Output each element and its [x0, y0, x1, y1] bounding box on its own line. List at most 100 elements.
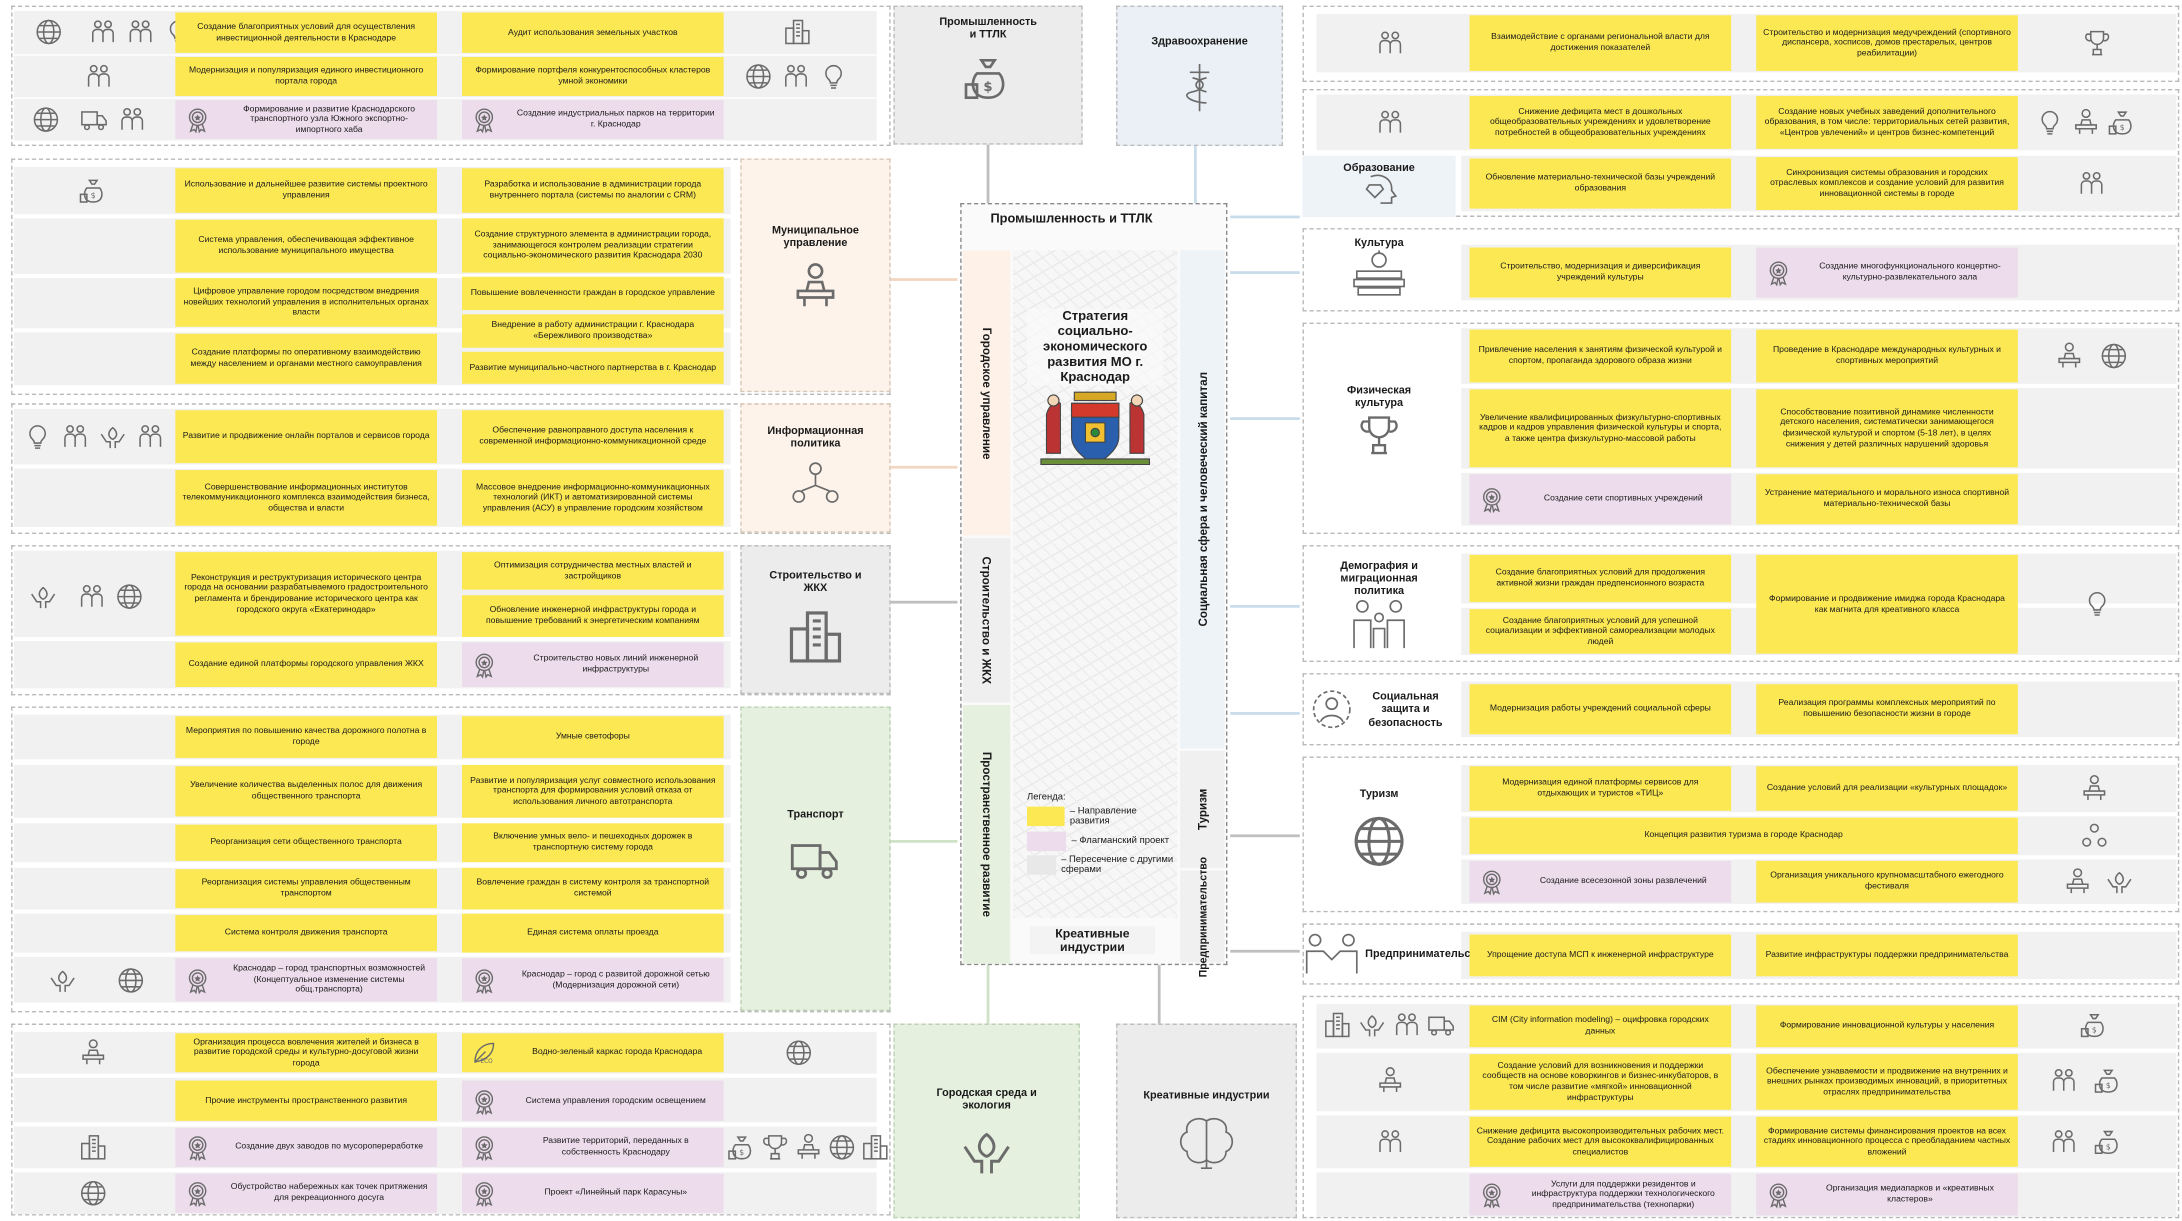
seal-icon — [470, 1133, 498, 1161]
books-icon — [1353, 250, 1405, 296]
direction-box: Увеличение количества выделенных полос д… — [175, 766, 437, 817]
strategy-title: Стратегия социально-экономического разви… — [1027, 307, 1164, 385]
group-health — [1302, 5, 2180, 83]
category-title: Социальная защита и безопасность — [1368, 690, 1443, 729]
category-title: Информационная политика — [767, 424, 864, 450]
trophy-icon — [760, 1132, 791, 1163]
direction-box: Создание структурного элемента в админис… — [462, 218, 724, 273]
category-tourism: Туризм — [1303, 782, 1456, 893]
brain-icon — [1179, 1118, 1234, 1170]
icon-cluster — [1375, 107, 1406, 138]
flagship-box: Краснодар – город с развитой дорожной се… — [462, 958, 724, 1002]
flagship-box: Организация медиапарков и «креативных кл… — [1756, 1173, 2018, 1216]
icon-cluster — [1375, 1065, 1406, 1096]
tab-social: Социальная сфера и человеческий капитал — [1180, 250, 1225, 749]
direction-box: Разработка и использование в администрац… — [462, 168, 724, 213]
direction-box: CIM (City information modeling) – оцифро… — [1469, 1005, 1732, 1048]
cup-icon — [1355, 409, 1402, 462]
group-tourism — [1302, 756, 2180, 913]
icon-cluster — [2048, 1065, 2123, 1096]
flagship-text: Создание двух заводов по мусоропереработ… — [235, 1142, 424, 1152]
money-bag-icon — [2079, 1010, 2110, 1041]
category-title: Креативные индустрии — [1143, 1088, 1270, 1102]
icon-cluster — [726, 1132, 890, 1163]
center-bottom-title: Креативные индустрии — [1029, 926, 1156, 955]
category-title: Физическая культура — [1347, 383, 1412, 410]
direction-box: Массовое внедрение информационно-коммуни… — [462, 470, 724, 526]
direction-box: Система управления, обеспечивающая эффек… — [175, 219, 437, 273]
legend-swatch-yellow — [1027, 807, 1065, 827]
truck-icon — [79, 104, 110, 135]
people-icon — [77, 581, 108, 612]
globe-icon — [116, 965, 147, 996]
flagship-box: Создание многофункционального концертно-… — [1756, 247, 2018, 298]
category-title: Строительство и ЖКХ — [769, 568, 862, 595]
direction-box: Формирование и продвижение имиджа города… — [1756, 554, 2018, 654]
direction-box: Модернизация и популяризация единого инв… — [175, 57, 437, 96]
globe-icon — [827, 1132, 858, 1163]
grey-strip — [13, 1031, 877, 1074]
direction-box: Реорганизация сети общественного транспо… — [175, 824, 437, 861]
direction-box: Повышение вовлеченности граждан в городс… — [462, 276, 724, 311]
grey-strip — [13, 11, 877, 55]
flagship-text: Создание многофункционального концертно-… — [1819, 262, 2001, 283]
grey-strip — [1316, 13, 2177, 73]
category-title: Культура — [1354, 236, 1404, 249]
legend-label: – Пересечение с другими сферами — [1061, 855, 1174, 876]
seal-icon — [1478, 868, 1506, 896]
direction-box: Строительство и модернизация медучрежден… — [1756, 15, 2018, 71]
podium-icon — [1375, 1065, 1406, 1096]
group-demography — [1302, 545, 2180, 662]
diamond-head-icon — [1365, 174, 1398, 205]
icon-cluster — [2079, 773, 2110, 804]
money-bag-icon — [726, 1132, 757, 1163]
eco-icon — [470, 1039, 498, 1067]
people-icon — [781, 61, 812, 92]
seal-icon — [184, 1179, 212, 1207]
direction-box: Прочие инструменты пространственного раз… — [175, 1080, 437, 1121]
direction-box: Создание условий для возникновения и под… — [1469, 1054, 1732, 1110]
people-icon — [135, 421, 166, 452]
category-title: Муниципальное управление — [771, 223, 859, 250]
direction-text: Водно-зеленый каркас города Краснодара — [532, 1047, 703, 1058]
direction-box: Обеспечение узнаваемости и продвижение н… — [1756, 1054, 2018, 1110]
legend-item: – Пересечение с другими сферами — [1027, 855, 1175, 876]
direction-box: Создание благоприятных условий для осуще… — [175, 12, 437, 53]
icon-cluster — [2035, 107, 2138, 138]
direction-box: Снижение дефицита мест в дошкольных обще… — [1469, 95, 1732, 149]
group-business — [1302, 923, 2180, 985]
icon-cluster — [78, 1178, 109, 1209]
money-bag-icon — [2093, 1065, 2124, 1096]
tab-label: Туризм — [1195, 788, 1210, 831]
direction-box: Упрощение доступа МСП к инженерной инфра… — [1469, 934, 1732, 977]
bulb-icon — [22, 421, 53, 452]
direction-box: Водно-зеленый каркас города Краснодара — [462, 1033, 724, 1073]
globe-icon — [33, 17, 64, 48]
direction-box: Аудит использования земельных участков — [462, 12, 724, 53]
category-title: Предпринимательство — [1365, 947, 1489, 961]
direction-box: Внедрение в работу администрации г. Крас… — [462, 314, 724, 348]
category-demography: Демография и миграционная политика — [1303, 553, 1456, 656]
bulb-icon — [2035, 107, 2066, 138]
direction-box: Обеспечение равноправного доступа населе… — [462, 410, 724, 464]
seal-icon — [470, 106, 498, 134]
direction-box: Создание единой платформы городского упр… — [175, 642, 437, 688]
direction-box: Формирование инновационной культуры у на… — [1756, 1005, 2018, 1048]
direction-box: Формирование портфеля конкурентоспособны… — [462, 57, 724, 96]
tab-tourism: Туризм — [1180, 750, 1225, 868]
direction-box: Включение умных вело- и пешеходных дорож… — [462, 823, 724, 863]
person-gear-icon — [1312, 690, 1351, 729]
flagship-text: Система управления городским освещением — [525, 1095, 706, 1106]
direction-box: Способствование позитивной динамике числ… — [1756, 389, 2018, 468]
people-icon — [83, 61, 114, 92]
seal-icon — [1478, 485, 1506, 513]
handshake-icon — [1305, 933, 1358, 974]
people-icon — [2076, 168, 2107, 199]
buildings-icon — [783, 605, 847, 669]
flagship-box: Создание двух заводов по мусоропереработ… — [175, 1127, 437, 1167]
network-icon — [792, 462, 839, 504]
flagship-box: Обустройство набережных как точек притяж… — [175, 1173, 437, 1213]
people-icon — [1392, 1010, 1423, 1041]
group-education — [1302, 89, 2180, 217]
